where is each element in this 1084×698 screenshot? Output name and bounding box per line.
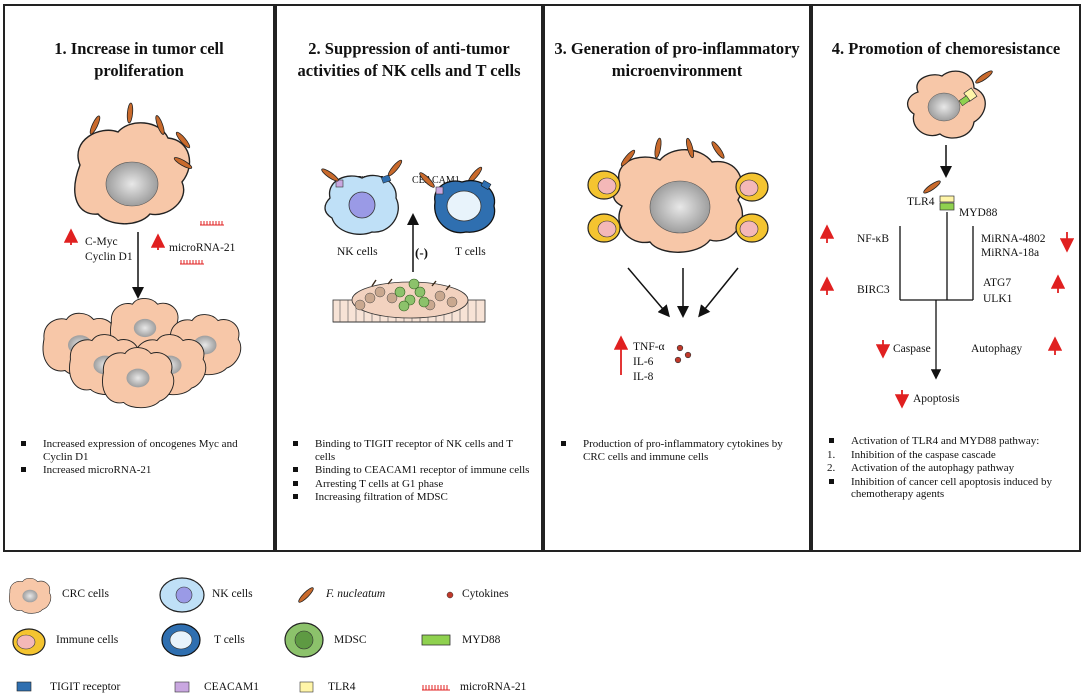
tumor-cluster-icon xyxy=(42,297,242,409)
pathway-lines xyxy=(899,212,974,380)
cyclin-label: Cyclin D1 xyxy=(85,251,133,263)
nk-cell-icon xyxy=(324,174,399,235)
crc-cell-icon xyxy=(612,149,744,253)
legend-ceacam1-label: CEACAM1 xyxy=(204,681,259,693)
birc3-label: BIRC3 xyxy=(857,284,890,296)
legend-tlr4-label: TLR4 xyxy=(328,681,356,693)
bullet-item: Binding to TIGIT receptor of NK cells an… xyxy=(285,438,535,463)
legend-immune-label: Immune cells xyxy=(56,634,119,646)
legend-mdsc-label: MDSC xyxy=(334,634,367,646)
il6-label: IL-6 xyxy=(633,356,654,368)
nfkb-label: NF-κB xyxy=(857,233,889,245)
numbered-item: 2. Activation of the autophagy pathway xyxy=(821,462,1076,475)
red-arrows xyxy=(819,224,1075,409)
mirna4802-label: MiRNA-4802 xyxy=(981,233,1046,245)
bullet-item: Binding to CEACAM1 receptor of immune ce… xyxy=(285,464,535,477)
inhibition-label: (-) xyxy=(415,245,428,260)
panel-suppression: 2. Suppression of anti-tumor activities … xyxy=(275,4,543,552)
legend-cytokines-label: Cytokines xyxy=(462,588,509,600)
legend-crc-icon xyxy=(9,577,52,614)
legend-microrna-icon xyxy=(422,685,450,691)
cmyc-label: C-Myc xyxy=(85,236,118,248)
caspase-label: Caspase xyxy=(893,343,931,355)
panel-title: 4. Promotion of chemoresistance xyxy=(831,39,1061,58)
legend-tlr4-icon xyxy=(299,681,314,693)
cytokines-icon xyxy=(674,344,692,364)
ceacam1-label: CEACAM1 xyxy=(412,175,460,186)
panel-title: 2. Suppression of anti-tumor activities … xyxy=(297,39,521,80)
bullet-item: Increased microRNA-21 xyxy=(13,464,253,477)
bullet-item: Increasing filtration of MDSC xyxy=(285,491,535,504)
atg7-label: ATG7 xyxy=(983,277,1012,289)
numbered-item: 1. Inhibition of the caspase cascade xyxy=(821,449,1076,462)
immune-cell-icon xyxy=(587,170,769,243)
bullet-list: Activation of TLR4 and MYD88 pathway: 1.… xyxy=(821,435,1076,502)
tnf-label: TNF-α xyxy=(633,341,665,353)
bullet-item: Increased expression of oncogenes Myc an… xyxy=(13,438,253,463)
legend-tcell-label: T cells xyxy=(214,634,245,646)
legend-tigit-icon xyxy=(16,681,32,692)
legend-myd88-label: MYD88 xyxy=(462,634,501,646)
autophagy-label: Autophagy xyxy=(971,343,1023,355)
panel-proliferation: 1. Increase in tumor cell proliferation … xyxy=(3,4,275,552)
f-nucleatum-icon xyxy=(973,68,995,86)
tlr4-label: TLR4 xyxy=(907,196,935,208)
legend-nk-icon xyxy=(159,577,205,613)
bullet-item: Activation of TLR4 and MYD88 pathway: xyxy=(821,435,1076,448)
legend-crc-label: CRC cells xyxy=(62,588,109,600)
panel-title: 3. Generation of pro-inflammatory microe… xyxy=(554,39,800,80)
item-number: 2. xyxy=(827,462,836,474)
legend-tigit-label: TIGIT receptor xyxy=(50,681,121,693)
legend-fn-label: F. nucleatum xyxy=(326,588,386,600)
legend xyxy=(9,577,454,693)
bullet-item: Inhibition of cancer cell apoptosis indu… xyxy=(821,476,1076,501)
mirna18a-label: MiRNA-18a xyxy=(981,247,1040,259)
bullet-list: Production of pro-inflammatory cytokines… xyxy=(553,438,803,464)
t-cell-icon xyxy=(434,180,496,234)
ulk1-label: ULK1 xyxy=(983,293,1013,305)
t-cells-label: T cells xyxy=(455,246,486,258)
f-nucleatum-icon xyxy=(921,178,943,196)
legend-myd88-icon xyxy=(421,634,451,646)
up-arrow-icon xyxy=(63,228,166,250)
item-text: Activation of the autophagy pathway xyxy=(851,462,1015,474)
myd88-complex-icon xyxy=(939,195,955,211)
legend-nk-label: NK cells xyxy=(212,588,253,600)
item-text: Inhibition of the caspase cascade xyxy=(851,448,996,461)
item-number: 1. xyxy=(827,448,836,461)
crc-cell-icon xyxy=(74,122,191,225)
crc-cell-icon xyxy=(907,70,986,139)
legend-mdsc-icon xyxy=(284,622,324,658)
bullet-item: Production of pro-inflammatory cytokines… xyxy=(553,438,803,463)
il8-label: IL-8 xyxy=(633,371,654,383)
cytokine-arrows xyxy=(627,267,739,318)
tumor-tissue-icon xyxy=(332,278,486,323)
nk-cells-label: NK cells xyxy=(337,246,378,258)
legend-fn-icon xyxy=(296,585,316,605)
panel-title: 1. Increase in tumor cell proliferation xyxy=(54,39,224,80)
bullet-item: Arresting T cells at G1 phase xyxy=(285,478,535,491)
bullet-list: Increased expression of oncogenes Myc an… xyxy=(13,438,253,478)
microrna-label: microRNA-21 xyxy=(169,242,236,254)
apoptosis-label: Apoptosis xyxy=(913,393,960,405)
legend-cytokine-icon xyxy=(446,591,454,599)
legend-immune-icon xyxy=(12,628,46,656)
panel-inflammation: 3. Generation of pro-inflammatory microe… xyxy=(543,4,811,552)
bullet-list: Binding to TIGIT receptor of NK cells an… xyxy=(285,438,535,505)
myd88-label: MYD88 xyxy=(959,207,998,219)
legend-microrna-label: microRNA-21 xyxy=(460,681,527,693)
legend-tcell-icon xyxy=(161,623,201,657)
legend-ceacam1-icon xyxy=(174,681,190,693)
panel-chemoresistance: 4. Promotion of chemoresistance TLR4 MYD… xyxy=(811,4,1081,552)
microrna-icon xyxy=(180,221,224,265)
